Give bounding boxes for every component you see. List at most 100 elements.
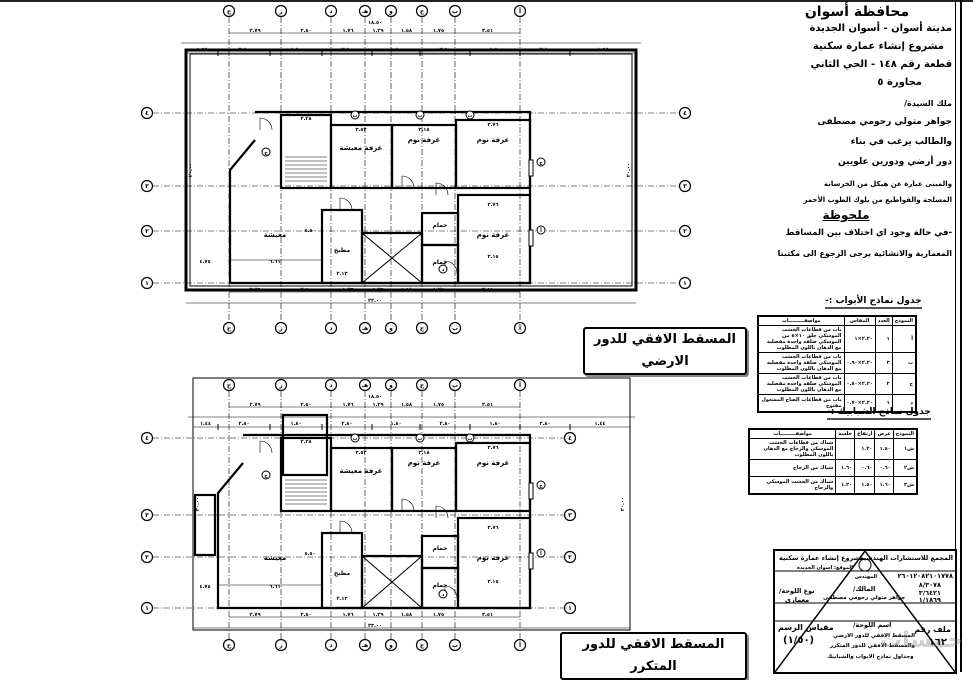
grid-axis-bubble bbox=[513, 4, 527, 18]
grid-axis-bubble bbox=[448, 638, 462, 652]
room-dimension: ٤.٧٥ bbox=[199, 584, 210, 590]
door-tag-label: أ bbox=[540, 550, 542, 557]
room-dimension: ٢.١٣ bbox=[336, 271, 347, 277]
grid-axis-bubble bbox=[324, 4, 338, 18]
door-tag bbox=[438, 589, 448, 599]
dimension-label: ١.٧٦ bbox=[342, 612, 353, 618]
table-cell: ١.٢٠ bbox=[835, 476, 856, 495]
bedroom-wall bbox=[454, 441, 532, 513]
tb-name-3: وجداول نماذج الابواب والشبابيك bbox=[827, 654, 914, 660]
grid-axis-bubble bbox=[358, 638, 372, 652]
living-room-wall bbox=[329, 123, 394, 190]
grid-axis-bubble bbox=[448, 378, 462, 392]
dimension-label: ١.٧٦ bbox=[342, 402, 353, 408]
structure-text-1: والمبنى عبارة عن هيكل من الخرسانة bbox=[823, 180, 952, 188]
owner-name: جواهر متولي رحومي مصطفى bbox=[817, 117, 952, 127]
table-cell: ١.٥٠ bbox=[854, 476, 876, 495]
grid-axis-label: هـ bbox=[361, 325, 368, 332]
grid-axis-label: ز bbox=[278, 325, 283, 332]
tb-scale: (١/٥٠) bbox=[783, 635, 815, 646]
room-dimension: ٢.٢٨ bbox=[300, 116, 311, 122]
table-cell: ب bbox=[891, 352, 917, 374]
door-swing-icon bbox=[259, 117, 273, 131]
room-label-bath: حمام bbox=[433, 222, 448, 229]
grid-axis-bubble bbox=[274, 638, 288, 652]
grid-axis-label: ب bbox=[452, 382, 458, 389]
dimension-label: ٢.٨٠ bbox=[439, 421, 450, 427]
dimension-label: ٢٠.٠٠ bbox=[620, 497, 626, 511]
dimension-label: ٢.٨٠ bbox=[238, 47, 249, 53]
grid-axis-bubble bbox=[678, 106, 692, 120]
door-swing-icon bbox=[444, 585, 458, 599]
grid-axis-bubble bbox=[678, 179, 692, 193]
grid-axis-label: و bbox=[388, 8, 393, 15]
dimension-label: ١.٥٨ bbox=[401, 402, 412, 408]
door-swing-icon bbox=[401, 175, 415, 189]
room-label-living: معيشة bbox=[264, 554, 287, 562]
grid-axis-label: ز bbox=[278, 642, 283, 649]
door-tag-label: ب bbox=[467, 436, 472, 442]
window-schedule-title: جدول نماذج الشبابيك :- bbox=[827, 407, 931, 420]
room-dimension: ٣.١٥ bbox=[487, 254, 498, 260]
door-tag bbox=[415, 433, 425, 443]
grid-axis-bubble bbox=[222, 321, 236, 335]
room-dimension: ٣.٧٦ bbox=[487, 525, 498, 531]
table-cell: ١.٢٠ bbox=[854, 438, 876, 460]
grid-axis-label: ١ bbox=[568, 605, 572, 612]
tb-reg-1: ٢٦٠١٢٠٨٢١٠١٧٧٨ bbox=[897, 572, 953, 580]
grid-axis-label: هـ bbox=[361, 382, 368, 389]
door-tag bbox=[536, 225, 546, 235]
grid-axis-label: ٣ bbox=[145, 512, 149, 519]
floors-text: دور أرضي ودورين علويين bbox=[838, 157, 952, 167]
door-schedule-title: جدول نماذج الأبواب :- bbox=[825, 296, 922, 309]
grid-axis-label: ج bbox=[420, 382, 425, 389]
elevator-cross bbox=[361, 555, 423, 609]
stair-tower-wall bbox=[281, 413, 329, 477]
dimension-label: ٣.٥١ bbox=[482, 402, 493, 408]
room-dimension: ٣.١٨ bbox=[418, 127, 429, 133]
grid-axis-label: ٣ bbox=[568, 512, 572, 519]
dimension-label: ٢.٨٠ bbox=[539, 47, 550, 53]
dimension-label: ١.٨٠ bbox=[489, 421, 500, 427]
grid-axis-label: و bbox=[388, 642, 393, 649]
grid-axis-bubble bbox=[140, 224, 154, 238]
grid-axis-label: ح bbox=[227, 382, 232, 389]
table-cell bbox=[835, 438, 856, 460]
plot-boundary bbox=[184, 48, 638, 292]
table-cell: باب من قطاعات الخشب الموسكي ضلفة واحدة م… bbox=[757, 373, 845, 395]
grid-axis-label: ب bbox=[452, 8, 458, 15]
table-cell: شباك من الخشب الموسكي والزجاج bbox=[748, 476, 837, 495]
door-tag bbox=[536, 480, 546, 490]
grid-axis-label: و bbox=[388, 382, 393, 389]
tb-scale-label: مقياس الرسم bbox=[778, 623, 834, 632]
window-icon bbox=[528, 482, 534, 500]
room-dimension: ٤.٧٥ bbox=[199, 259, 210, 265]
bath-wall bbox=[420, 211, 460, 247]
room-dimension: ٢.١٣ bbox=[336, 596, 347, 602]
grid-axis-bubble bbox=[563, 601, 577, 615]
room-label-bedroom: غرفة نوم bbox=[477, 136, 510, 144]
grid-axis-bubble bbox=[513, 638, 527, 652]
grid-axis-label: أ bbox=[519, 324, 521, 332]
table-header: النموذج bbox=[892, 428, 918, 439]
table-cell: شباك من قطاعات الخشب الموسكي والزجاج مع … bbox=[748, 438, 837, 460]
engineer-seal-icon bbox=[858, 558, 872, 572]
table-cell: شباك من الزجاج bbox=[748, 459, 837, 477]
table-header: المقاس bbox=[843, 315, 876, 326]
table-cell: ٠.٦٠ bbox=[854, 459, 876, 477]
grid-axis-bubble bbox=[274, 4, 288, 18]
table-cell: أ bbox=[891, 325, 917, 353]
dimension-label: ٢.٨٠ bbox=[539, 421, 550, 427]
dimension-label: ٣.٥١ bbox=[482, 287, 493, 293]
table-header: مواصفـــــــــات bbox=[757, 315, 845, 326]
grid-axis-bubble bbox=[274, 378, 288, 392]
dimension-label: ١.٥٨ bbox=[401, 28, 412, 34]
grid-axis-bubble bbox=[274, 321, 288, 335]
grid-axis-label: ح bbox=[227, 8, 232, 15]
door-tag bbox=[438, 264, 448, 274]
grid-axis-bubble bbox=[222, 638, 236, 652]
